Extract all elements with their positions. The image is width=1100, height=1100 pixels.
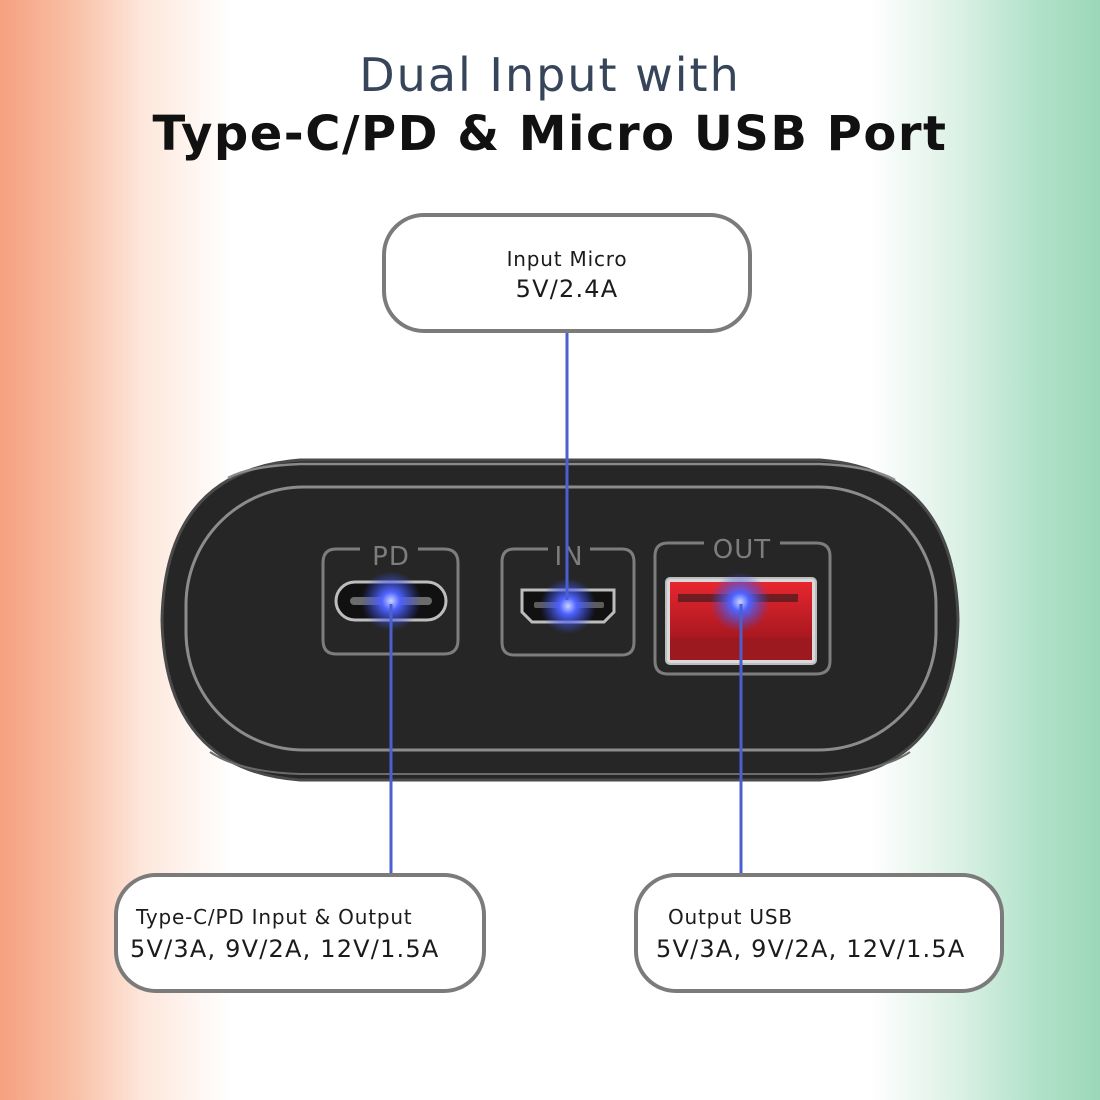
callout-input-micro-value: 5V/2.4A bbox=[515, 275, 619, 303]
device-bottom-highlight bbox=[209, 751, 911, 775]
callout-output-usb: Output USB 5V/3A, 9V/2A, 12V/1.5A bbox=[634, 873, 1004, 993]
heading-line-1: Dual Input with bbox=[359, 48, 741, 102]
callout-type-c-pd: Type-C/PD Input & Output 5V/3A, 9V/2A, 1… bbox=[114, 873, 486, 993]
callout-output-usb-value: 5V/3A, 9V/2A, 12V/1.5A bbox=[656, 935, 966, 963]
heading-line-2: Type-C/PD & Micro USB Port bbox=[152, 106, 948, 162]
callout-type-c-pd-value: 5V/3A, 9V/2A, 12V/1.5A bbox=[130, 935, 440, 963]
device-inner-groove bbox=[184, 485, 938, 752]
pd-port-label: PD bbox=[372, 542, 410, 572]
in-port-label: IN bbox=[554, 542, 583, 572]
callout-input-micro-title: Input Micro bbox=[506, 247, 628, 271]
callout-output-usb-title: Output USB bbox=[668, 905, 793, 929]
callout-input-micro: Input Micro 5V/2.4A bbox=[382, 213, 752, 333]
callout-type-c-pd-title: Type-C/PD Input & Output bbox=[136, 905, 413, 929]
device-edge-highlight bbox=[227, 462, 896, 482]
out-port-label: OUT bbox=[713, 535, 771, 565]
